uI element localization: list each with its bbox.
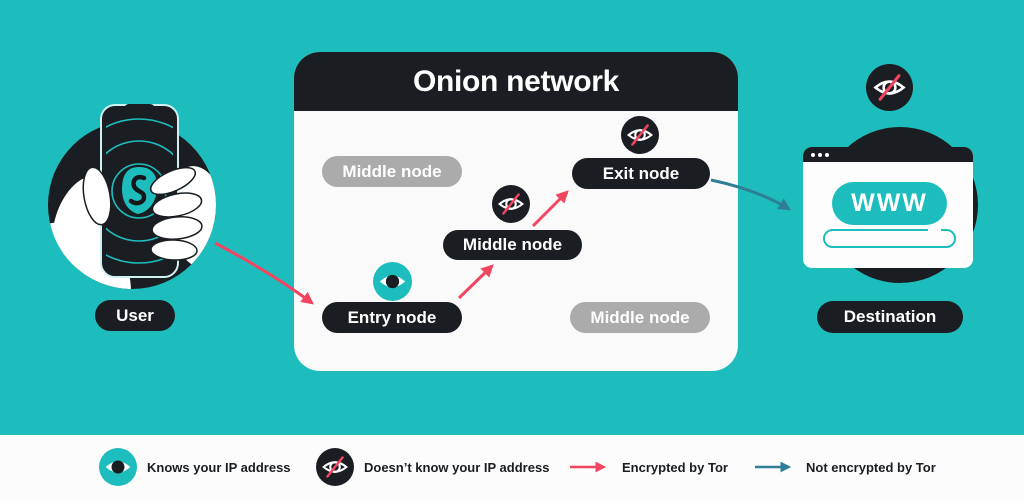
middle-node-top-pill: Middle node bbox=[322, 156, 462, 187]
eye-open-icon bbox=[373, 262, 412, 301]
legend-doesnt-know-ip: Doesn’t know your IP address bbox=[364, 460, 550, 475]
eye-crossed-icon bbox=[492, 185, 530, 223]
eye-crossed-icon bbox=[621, 116, 659, 154]
www-badge: WWW bbox=[832, 182, 947, 225]
legend-knows-ip: Knows your IP address bbox=[147, 460, 291, 475]
browser-titlebar bbox=[803, 147, 973, 162]
user-illustration bbox=[48, 104, 216, 289]
window-control-dot bbox=[811, 152, 815, 157]
surfshark-logo-swoosh bbox=[128, 175, 147, 206]
legend-encrypted: Encrypted by Tor bbox=[622, 460, 728, 475]
destination-label: Destination bbox=[817, 301, 963, 333]
arrow-exit-to-destination bbox=[710, 178, 792, 211]
panel-title: Onion network bbox=[294, 52, 738, 111]
phone-notch bbox=[124, 104, 155, 114]
window-control-dot bbox=[818, 152, 822, 157]
middle-node-bottom-pill: Middle node bbox=[570, 302, 710, 333]
address-bar-gap bbox=[928, 228, 941, 232]
arrow-middle-to-exit bbox=[531, 190, 569, 228]
red-arrow-icon bbox=[570, 461, 607, 473]
arrow-entry-to-middle bbox=[457, 264, 494, 300]
eye-open-icon bbox=[99, 448, 137, 486]
window-control-dot bbox=[825, 152, 829, 157]
user-label: User bbox=[95, 300, 175, 331]
legend-not-encrypted: Not encrypted by Tor bbox=[806, 460, 936, 475]
hand-fingers bbox=[149, 166, 203, 261]
teal-arrow-icon bbox=[755, 461, 792, 473]
eye-crossed-icon bbox=[866, 64, 913, 111]
hand-thumb bbox=[82, 166, 112, 226]
exit-node-pill: Exit node bbox=[572, 158, 710, 189]
middle-node-center-pill: Middle node bbox=[443, 230, 582, 260]
eye-crossed-icon bbox=[316, 448, 354, 486]
entry-node-pill: Entry node bbox=[322, 302, 462, 333]
legend-bar bbox=[0, 435, 1024, 501]
browser-address-bar bbox=[823, 229, 956, 248]
arrow-user-to-entry bbox=[214, 241, 315, 305]
